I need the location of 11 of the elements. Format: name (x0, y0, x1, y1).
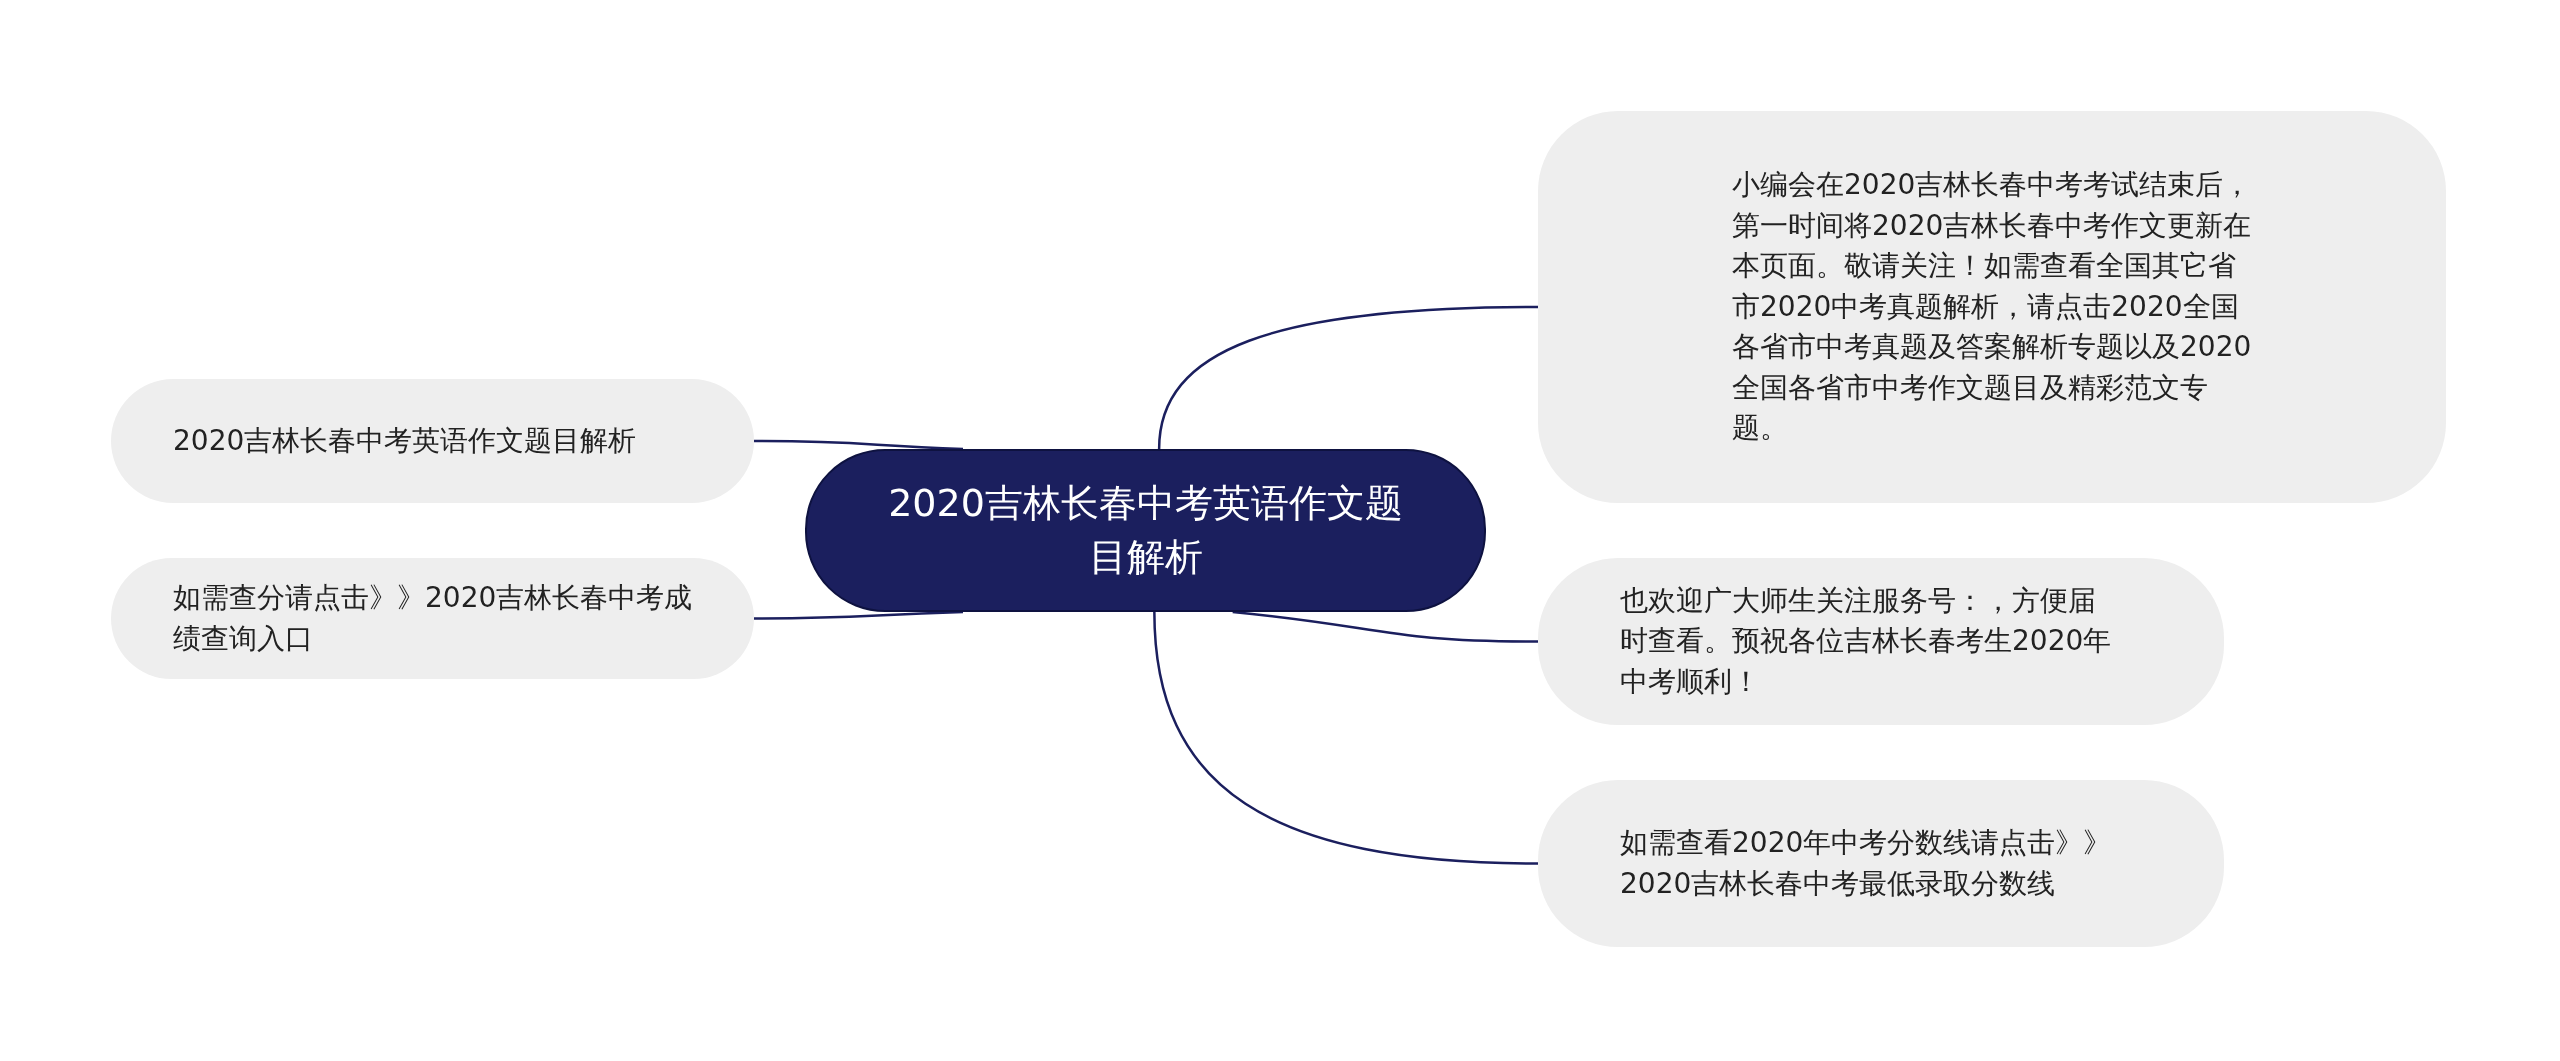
topic-text: 2020吉林长春中考英语作文题目解析 (887, 480, 1404, 581)
topic-text: 小编会在2020吉林长春中考考试结束后，第一时间将2020吉林长春中考作文更新在本页面。敬请关注！如需查看全国其它省市2020中考真题解析，请点击2020全国各省市中考真题及答案解析专题以及2020全国各省市中考作文题目及精彩范文专题。 (1732, 166, 2252, 447)
connector-line (1157, 305, 1538, 450)
topic-text: 如需查看2020年中考分数线请点击》》2020吉林长春中考最低录取分数线 (1620, 824, 2113, 902)
connector-line (754, 439, 964, 451)
connector-line (754, 610, 964, 620)
connector-line (1232, 610, 1538, 643)
topic-text: 如需查分请点击》》2020吉林长春中考成绩查询入口 (173, 579, 694, 657)
topic-text: 也欢迎广大师生关注服务号：，方便届时查看。预祝各位吉林长春考生2020年中考顺利！ (1620, 582, 2113, 700)
topic-text: 2020吉林长春中考英语作文题目解析 (173, 422, 638, 459)
topic-bubble (1538, 111, 2446, 503)
